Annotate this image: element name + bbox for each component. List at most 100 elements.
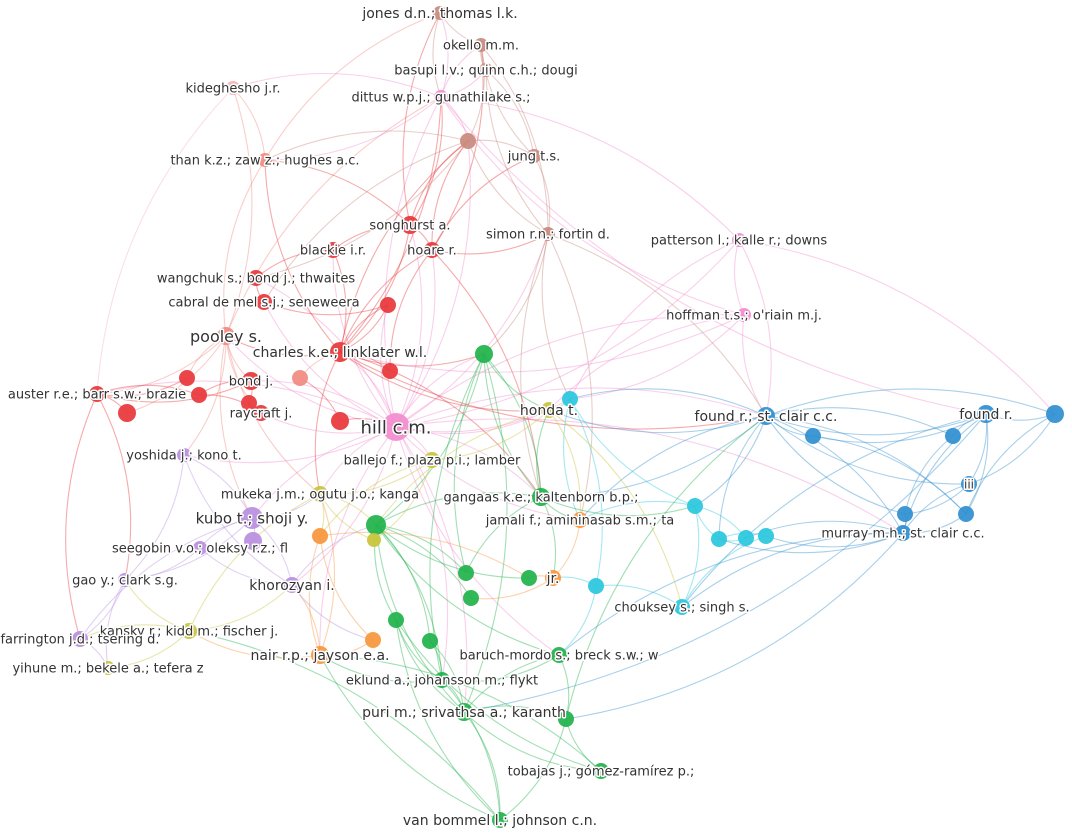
node-cyanF[interactable] — [588, 578, 604, 594]
edge-puri-baruch — [463, 654, 560, 713]
node-hoffman[interactable] — [737, 308, 751, 322]
node-greenE[interactable] — [463, 590, 479, 606]
node-farrington[interactable] — [72, 631, 88, 647]
node-khorozyan[interactable] — [284, 577, 300, 593]
node-jones[interactable] — [433, 6, 447, 20]
node-auster[interactable] — [89, 386, 105, 402]
node-simon[interactable] — [541, 227, 555, 241]
node-hoare[interactable] — [424, 242, 440, 258]
node-greenA[interactable] — [475, 345, 493, 363]
node-jamali[interactable] — [572, 512, 588, 528]
node-redD[interactable] — [179, 370, 195, 386]
node-cyanB[interactable] — [687, 498, 703, 514]
node-nair[interactable] — [311, 646, 329, 664]
edge-mukeka-ballejo — [319, 459, 433, 495]
node-than[interactable] — [258, 153, 272, 167]
node-label-than: than k.z.; zaw z.; hughes a.c. — [170, 154, 359, 169]
node-vanbommel[interactable] — [492, 812, 508, 828]
node-yoshida[interactable] — [177, 448, 191, 462]
node-found1[interactable] — [977, 405, 995, 423]
node-greenB[interactable] — [366, 515, 386, 535]
edge-hill-dittus — [383, 96, 442, 428]
node-okello[interactable] — [474, 38, 488, 52]
node-puri[interactable] — [455, 703, 473, 721]
node-redG[interactable] — [331, 412, 349, 430]
node-greenD[interactable] — [521, 570, 537, 586]
edge-charles-greenA — [339, 351, 485, 367]
node-dittus[interactable] — [434, 90, 448, 104]
node-salA[interactable] — [292, 370, 308, 386]
node-murray[interactable] — [895, 525, 911, 541]
node-blueB[interactable] — [805, 428, 821, 444]
edge-honda-jamali — [548, 409, 582, 521]
node-bond[interactable] — [242, 372, 260, 390]
node-label-jung: jung t.s. — [507, 150, 561, 165]
node-honda[interactable] — [541, 402, 557, 418]
node-hill[interactable] — [382, 413, 410, 441]
node-brownhub[interactable] — [460, 133, 476, 149]
edge-murray-chouksey — [681, 532, 904, 608]
node-ballejo[interactable] — [424, 452, 440, 468]
node-baruch[interactable] — [551, 647, 567, 663]
node-seegobin[interactable] — [193, 541, 207, 555]
node-cyanE[interactable] — [758, 528, 774, 544]
node-patterson[interactable] — [732, 233, 746, 247]
node-orangeA[interactable] — [312, 528, 328, 544]
node-greenH[interactable] — [558, 711, 574, 727]
node-basupi[interactable] — [479, 63, 493, 77]
node-found2[interactable] — [757, 407, 775, 425]
edge-found2-blueC — [765, 407, 954, 437]
node-yihune[interactable] — [101, 661, 115, 675]
edge-murray-baruch — [558, 532, 904, 656]
node-songhurst[interactable] — [401, 216, 419, 234]
edge-cyanF-chouksey — [595, 584, 683, 608]
node-redE[interactable] — [191, 387, 207, 403]
node-greenF[interactable] — [388, 612, 404, 628]
node-blueE[interactable] — [958, 506, 974, 522]
node-cabral[interactable] — [256, 294, 272, 310]
edge-puri-greenF — [395, 619, 465, 713]
node-purpleA[interactable] — [244, 532, 262, 550]
node-orangeB[interactable] — [365, 632, 381, 648]
node-blueC[interactable] — [945, 428, 961, 444]
edge-yoshida-gao — [124, 454, 185, 581]
node-mukeka[interactable] — [312, 486, 328, 502]
edge-hill-jamali — [395, 426, 581, 521]
node-label-pooley: pooley s. — [190, 327, 262, 346]
node-charles[interactable] — [330, 342, 350, 362]
node-gangaas[interactable] — [532, 488, 550, 506]
node-redA[interactable] — [380, 297, 396, 313]
node-greenC[interactable] — [458, 565, 474, 581]
node-iii[interactable] — [961, 476, 977, 492]
edge-hoffman-charles — [339, 314, 745, 373]
node-cyanA[interactable] — [562, 391, 578, 407]
node-blackie[interactable] — [325, 242, 341, 258]
node-kubo[interactable] — [241, 507, 263, 529]
edge-patterson-found2 — [738, 239, 772, 417]
node-raycraft[interactable] — [253, 405, 269, 421]
node-chouksey[interactable] — [674, 599, 690, 615]
node-label-iii: iii — [964, 477, 974, 491]
node-redF[interactable] — [241, 395, 257, 411]
node-wangchuk[interactable] — [248, 270, 264, 286]
node-jr[interactable] — [545, 570, 561, 586]
node-tobajas[interactable] — [593, 763, 609, 779]
node-redC[interactable] — [118, 404, 136, 422]
node-pooley[interactable] — [217, 327, 235, 345]
node-kansky[interactable] — [181, 623, 197, 639]
node-cyanC[interactable] — [711, 531, 727, 547]
node-blueD[interactable] — [897, 506, 913, 522]
node-gao[interactable] — [118, 573, 132, 587]
node-yellowA[interactable] — [367, 533, 381, 547]
edge-orangeA-greenD — [319, 531, 530, 579]
node-eklund[interactable] — [434, 672, 450, 688]
node-greenG[interactable] — [422, 633, 438, 649]
node-cyanD[interactable] — [738, 530, 754, 546]
edge-nair-khorozyan — [291, 584, 321, 656]
node-kideghesho[interactable] — [226, 81, 240, 95]
node-jung[interactable] — [527, 149, 541, 163]
node-blueA[interactable] — [1046, 405, 1064, 423]
edge-simon-cyanA — [541, 233, 571, 400]
node-redB[interactable] — [382, 363, 398, 379]
